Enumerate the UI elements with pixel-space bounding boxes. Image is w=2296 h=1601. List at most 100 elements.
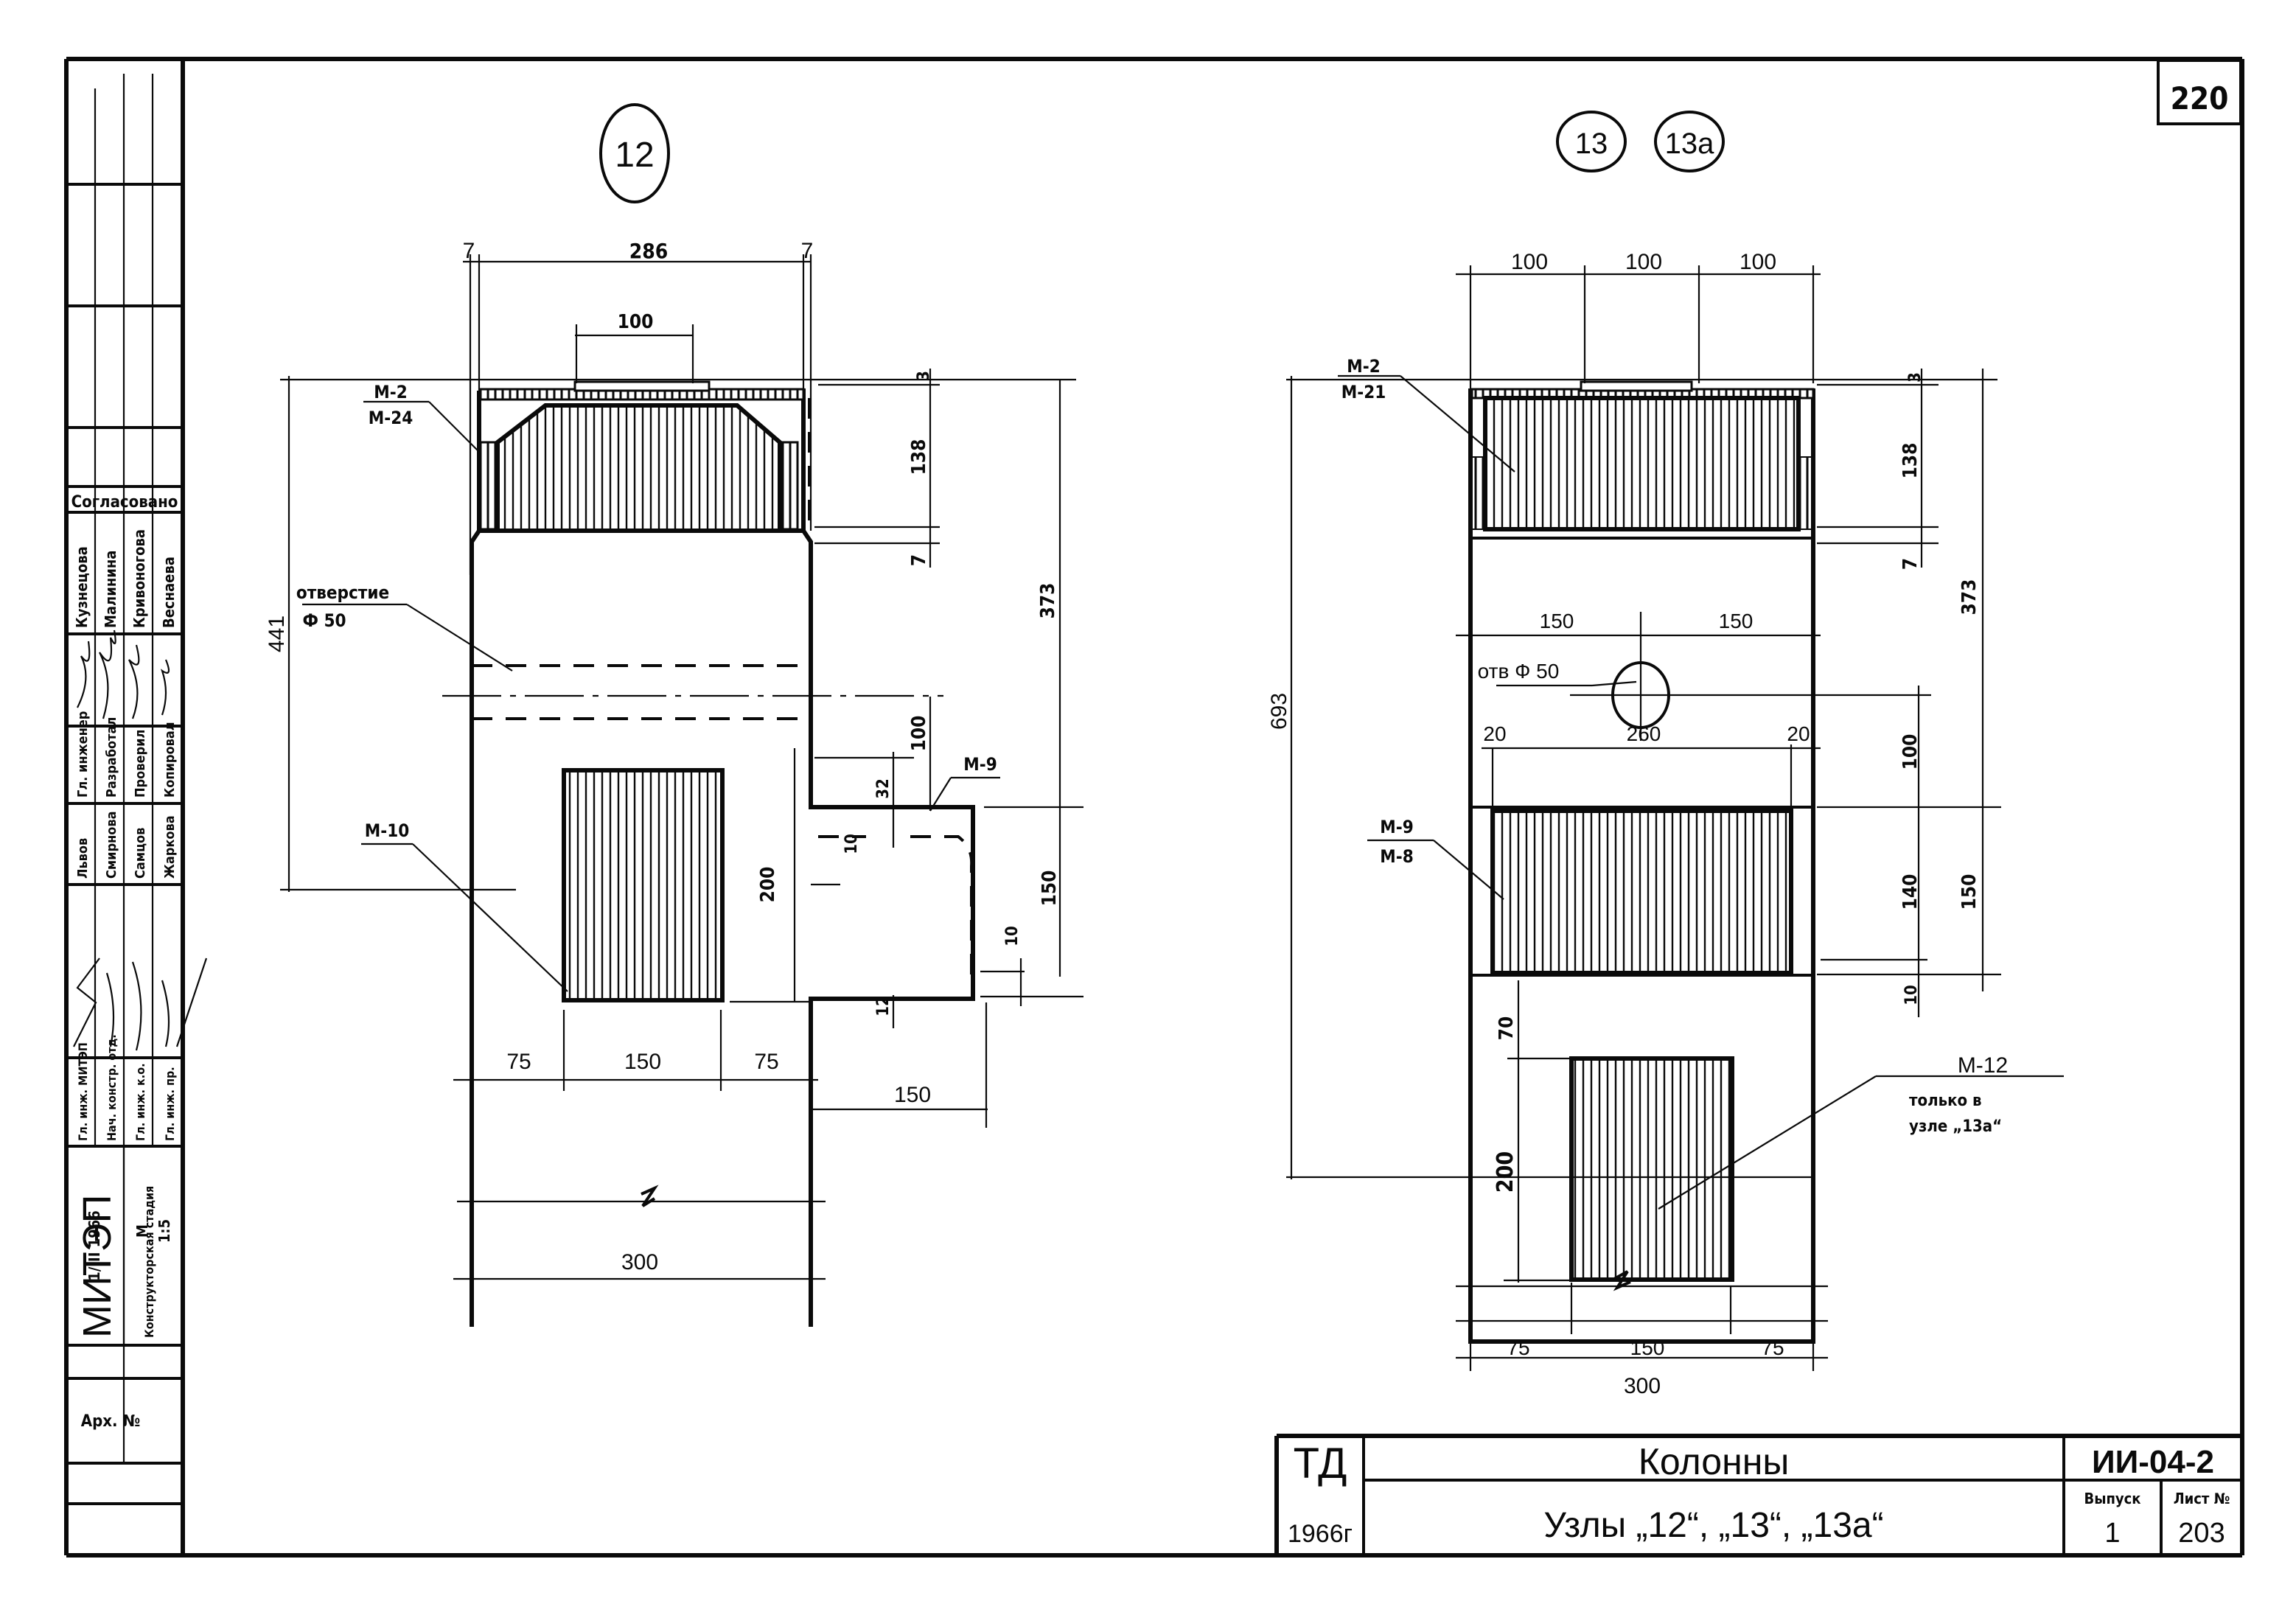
dim-label: 7 xyxy=(908,554,930,566)
stamp-date: 1/III 1966 xyxy=(86,1210,103,1281)
person-name: Жаркова xyxy=(162,815,178,879)
dim-label: 100 xyxy=(908,716,930,752)
dim-label: 10 xyxy=(1902,985,1921,1005)
dim-label: 7 xyxy=(463,239,475,263)
dim-label: 140 xyxy=(1899,874,1922,910)
dim-label: 200 xyxy=(1493,1151,1518,1193)
issue-value: 1 xyxy=(2104,1518,2120,1549)
dim-label: 100 xyxy=(618,311,654,333)
dim-label: 75 xyxy=(1761,1336,1784,1359)
sheet-label: Лист № xyxy=(2174,1490,2230,1507)
drawing-title: Колонны xyxy=(1639,1441,1790,1482)
dim-label: 300 xyxy=(621,1250,658,1274)
stamp-scale-value: 1:5 xyxy=(156,1219,173,1243)
agreed-name: Малинина xyxy=(102,551,119,628)
embedded-plate-m10 xyxy=(562,768,725,1002)
dim-label: 150 xyxy=(624,1050,661,1074)
issue-label: Выпуск xyxy=(2084,1490,2140,1507)
node-marker-13 xyxy=(1556,111,1627,172)
dim-label: 150 xyxy=(1630,1336,1665,1359)
role-label: Проверил xyxy=(133,730,148,798)
dim-label: 150 xyxy=(1039,871,1061,907)
dim-label: 150 xyxy=(1540,610,1574,632)
archive-label: Арх. № xyxy=(81,1412,140,1431)
agreed-name: Кузнецова xyxy=(73,546,91,628)
callout-plate-bottom-13: М-21 xyxy=(1341,382,1386,402)
dim-label: 150 xyxy=(1719,610,1754,632)
agreed-name: Веснаева xyxy=(160,557,178,628)
node-marker-12-label: 12 xyxy=(615,136,654,175)
dim-label: 100 xyxy=(1625,250,1662,274)
role-label: Копировал xyxy=(162,722,178,798)
callout-plate-top-13: М-2 xyxy=(1347,356,1380,377)
role2-label: Гл. инж. пр. xyxy=(163,1067,177,1141)
dim-label: 693 xyxy=(1267,693,1291,730)
dim-label: 32 xyxy=(874,778,893,799)
agreed-label: Согласовано xyxy=(71,493,178,512)
dim-label: 75 xyxy=(754,1050,778,1074)
callout-m9-13: М-9 xyxy=(1380,817,1413,837)
embedded-plate-m2-13 xyxy=(1483,396,1801,531)
agreed-name: Кривоногова xyxy=(130,529,148,628)
person-name: Львов xyxy=(75,838,91,879)
node-marker-12 xyxy=(599,103,670,203)
node-marker-13a xyxy=(1654,111,1725,172)
role-label: Гл. инженер xyxy=(75,711,91,798)
dim-label: 75 xyxy=(1507,1336,1529,1359)
embedded-plate-m2 xyxy=(495,403,782,533)
person-name: Смирнова xyxy=(104,811,119,879)
dim-label: 70 xyxy=(1496,1016,1518,1041)
title-block: ТД 1966г Колонны Узлы „12“, „13“, „13а“ … xyxy=(1274,1434,2242,1555)
dim-label: 138 xyxy=(1899,443,1922,479)
dim-label: 300 xyxy=(1624,1374,1661,1398)
dim-label: 138 xyxy=(908,439,930,475)
series-code: ИИ-04-2 xyxy=(2092,1444,2214,1480)
dim-label: 20 xyxy=(1483,722,1506,745)
dim-label: 3 xyxy=(915,371,933,381)
callout-m12: М-12 xyxy=(1958,1053,2008,1078)
callout-hole-title: отверстие xyxy=(296,582,389,603)
org-code: ТД xyxy=(1294,1440,1347,1487)
dim-label: 7 xyxy=(801,239,814,263)
page-number-box: 220 xyxy=(2157,59,2242,125)
dim-label: 7 xyxy=(1899,558,1922,570)
dim-label: 150 xyxy=(894,1083,931,1107)
dim-label: 260 xyxy=(1627,722,1661,745)
institute-name: МИТЭП xyxy=(75,1195,119,1338)
role2-label: Гл. инж. МИТЭП xyxy=(76,1042,90,1141)
dim-label: 373 xyxy=(1958,579,1981,615)
side-stamp: Согласовано Кузнецова Малинина Кривоного… xyxy=(66,74,208,1505)
dim-label: 3 xyxy=(1906,372,1925,383)
dim-label: 200 xyxy=(757,867,779,903)
sheet-value: 203 xyxy=(2178,1518,2225,1549)
node-13-dimensions xyxy=(1286,265,2001,1371)
callout-m10: М-10 xyxy=(365,820,410,841)
callout-m8-13: М-8 xyxy=(1380,846,1413,867)
node-12-drawing: 12 xyxy=(265,103,1084,1327)
callout-m9: М-9 xyxy=(963,754,997,775)
node-12-dimensions xyxy=(280,254,1084,1297)
role-label: Разработал xyxy=(104,717,119,798)
dim-label: 441 xyxy=(265,615,289,652)
dim-label: 75 xyxy=(506,1050,531,1074)
role2-label: Гл. инж. к.о. xyxy=(133,1063,147,1141)
title-year: 1966г xyxy=(1288,1520,1353,1548)
page-number: 220 xyxy=(2171,80,2229,116)
node-marker-13a-label: 13а xyxy=(1665,128,1714,160)
dim-label: 373 xyxy=(1037,583,1059,619)
dim-label: 100 xyxy=(1740,250,1776,274)
dim-label: 12 xyxy=(874,996,893,1016)
dim-label: 100 xyxy=(1899,734,1922,770)
role2-label: Нач. констр. отд. xyxy=(105,1034,119,1141)
embedded-plate-m9 xyxy=(1490,809,1793,975)
callout-plate-top: М-2 xyxy=(374,382,407,402)
dim-label: 100 xyxy=(1511,250,1548,274)
signatures-2 xyxy=(73,958,208,1051)
callout-plate-bottom: М-24 xyxy=(369,408,414,428)
dim-label: 20 xyxy=(1787,722,1810,745)
callout-hole-size: Ф 50 xyxy=(303,610,346,631)
node-13-drawing: 13 13а xyxy=(1267,111,2064,1398)
node-marker-13-label: 13 xyxy=(1575,128,1608,160)
signatures xyxy=(77,629,170,719)
